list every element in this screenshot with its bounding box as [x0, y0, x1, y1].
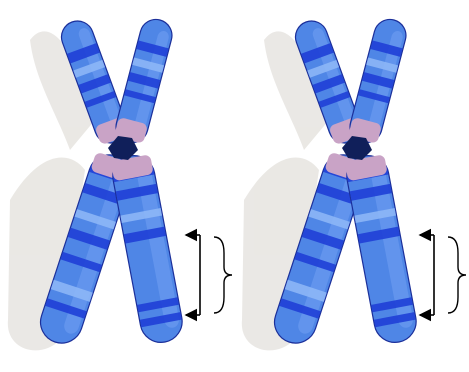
upper-right-arm: [347, 16, 410, 146]
lower-right-arm: [343, 152, 419, 346]
lower-right-arm: [109, 152, 185, 346]
bracket-icon: [186, 235, 232, 315]
chromosome-left: [8, 16, 232, 350]
upper-right-arm: [113, 16, 176, 146]
chromosome-right: [242, 16, 466, 350]
bracket-icon: [420, 235, 466, 315]
curly-brace: [214, 237, 232, 313]
curly-brace: [448, 237, 466, 313]
